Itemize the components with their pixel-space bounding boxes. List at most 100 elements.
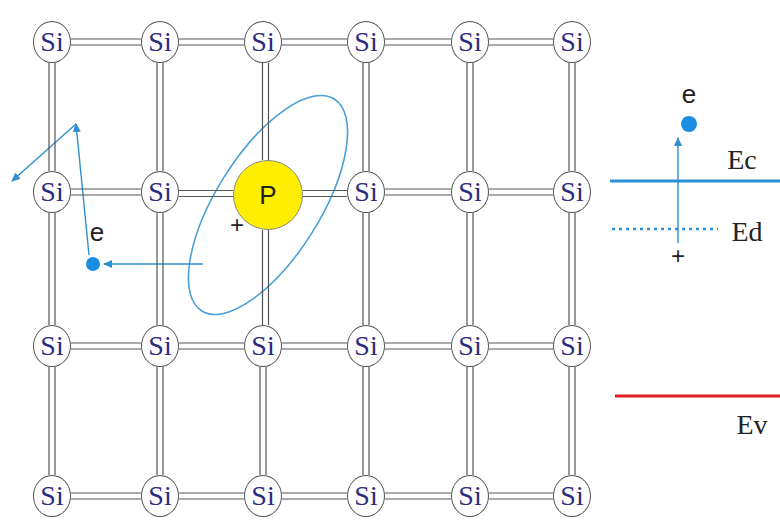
silicon-atom: Si bbox=[347, 325, 385, 367]
covalent-bond bbox=[71, 39, 141, 45]
covalent-bond bbox=[179, 343, 244, 349]
silicon-atom: Si bbox=[451, 21, 489, 63]
covalent-bond bbox=[157, 63, 163, 171]
atom-symbol: Si bbox=[458, 176, 481, 208]
covalent-bond bbox=[263, 230, 269, 325]
atom-symbol: Si bbox=[251, 480, 274, 512]
silicon-atom: Si bbox=[33, 21, 71, 63]
silicon-atom: Si bbox=[244, 21, 282, 63]
covalent-bond bbox=[157, 213, 163, 325]
silicon-atom: Si bbox=[553, 325, 591, 367]
covalent-bond bbox=[71, 343, 141, 349]
covalent-bond bbox=[489, 343, 553, 349]
covalent-bond bbox=[282, 343, 347, 349]
conduction-band-line bbox=[610, 180, 780, 183]
covalent-bond bbox=[569, 213, 575, 325]
electron-label: e bbox=[682, 79, 696, 110]
atom-symbol: P bbox=[259, 180, 276, 211]
electron-label: e bbox=[90, 217, 104, 248]
atom-symbol: Si bbox=[458, 330, 481, 362]
drift-arrow bbox=[12, 124, 76, 181]
band-label: Ec bbox=[727, 144, 757, 176]
covalent-bond bbox=[282, 39, 347, 45]
covalent-bond bbox=[303, 191, 347, 197]
donor-level-line bbox=[612, 228, 718, 231]
atom-symbol: Si bbox=[560, 176, 583, 208]
electron-dot bbox=[86, 257, 100, 271]
atom-symbol: Si bbox=[354, 26, 377, 58]
covalent-bond bbox=[260, 367, 266, 475]
silicon-atom: Si bbox=[141, 325, 179, 367]
covalent-bond bbox=[49, 63, 55, 171]
excitation-arrow bbox=[677, 138, 678, 243]
covalent-bond bbox=[385, 189, 451, 195]
silicon-atom: Si bbox=[141, 171, 179, 213]
silicon-atom: Si bbox=[347, 475, 385, 517]
silicon-atom: Si bbox=[451, 475, 489, 517]
covalent-bond bbox=[467, 367, 473, 475]
covalent-bond bbox=[363, 367, 369, 475]
silicon-atom: Si bbox=[553, 475, 591, 517]
atom-symbol: Si bbox=[148, 480, 171, 512]
band-label: Ev bbox=[736, 409, 767, 441]
ion-charge: + bbox=[671, 242, 685, 270]
atom-symbol: Si bbox=[40, 26, 63, 58]
covalent-bond bbox=[489, 39, 553, 45]
covalent-bond bbox=[363, 213, 369, 325]
covalent-bond bbox=[179, 191, 233, 197]
atom-symbol: Si bbox=[251, 26, 274, 58]
covalent-bond bbox=[49, 213, 55, 325]
silicon-atom: Si bbox=[244, 475, 282, 517]
atom-symbol: Si bbox=[560, 480, 583, 512]
silicon-atom: Si bbox=[33, 325, 71, 367]
ion-charge: + bbox=[230, 211, 244, 239]
silicon-atom: Si bbox=[451, 171, 489, 213]
covalent-bond bbox=[569, 63, 575, 171]
covalent-bond bbox=[467, 213, 473, 325]
covalent-bond bbox=[569, 367, 575, 475]
silicon-atom: Si bbox=[33, 171, 71, 213]
covalent-bond bbox=[263, 63, 269, 160]
covalent-bond bbox=[489, 493, 553, 499]
atom-symbol: Si bbox=[354, 480, 377, 512]
atom-symbol: Si bbox=[148, 330, 171, 362]
atom-symbol: Si bbox=[458, 480, 481, 512]
level-label: Ed bbox=[731, 216, 762, 248]
atom-symbol: Si bbox=[148, 26, 171, 58]
valence-band-line bbox=[615, 395, 780, 398]
atom-symbol: Si bbox=[148, 176, 171, 208]
covalent-bond bbox=[71, 493, 141, 499]
covalent-bond bbox=[489, 189, 553, 195]
covalent-bond bbox=[467, 63, 473, 171]
silicon-atom: Si bbox=[347, 21, 385, 63]
atom-symbol: Si bbox=[560, 26, 583, 58]
covalent-bond bbox=[71, 189, 141, 195]
covalent-bond bbox=[49, 367, 55, 475]
silicon-atom: Si bbox=[141, 475, 179, 517]
atom-symbol: Si bbox=[560, 330, 583, 362]
atom-symbol: Si bbox=[40, 330, 63, 362]
atom-symbol: Si bbox=[458, 26, 481, 58]
covalent-bond bbox=[179, 493, 244, 499]
electron-dot bbox=[681, 116, 697, 132]
atom-symbol: Si bbox=[251, 330, 274, 362]
silicon-atom: Si bbox=[451, 325, 489, 367]
atom-symbol: Si bbox=[354, 176, 377, 208]
covalent-bond bbox=[179, 39, 244, 45]
atom-symbol: Si bbox=[354, 330, 377, 362]
silicon-atom: Si bbox=[244, 325, 282, 367]
covalent-bond bbox=[363, 63, 369, 171]
covalent-bond bbox=[385, 493, 451, 499]
silicon-atom: Si bbox=[33, 475, 71, 517]
silicon-atom: Si bbox=[347, 171, 385, 213]
covalent-bond bbox=[157, 367, 163, 475]
atom-symbol: Si bbox=[40, 480, 63, 512]
silicon-atom: Si bbox=[141, 21, 179, 63]
covalent-bond bbox=[385, 343, 451, 349]
escape-arrow bbox=[104, 263, 203, 265]
covalent-bond bbox=[282, 493, 347, 499]
atom-symbol: Si bbox=[40, 176, 63, 208]
